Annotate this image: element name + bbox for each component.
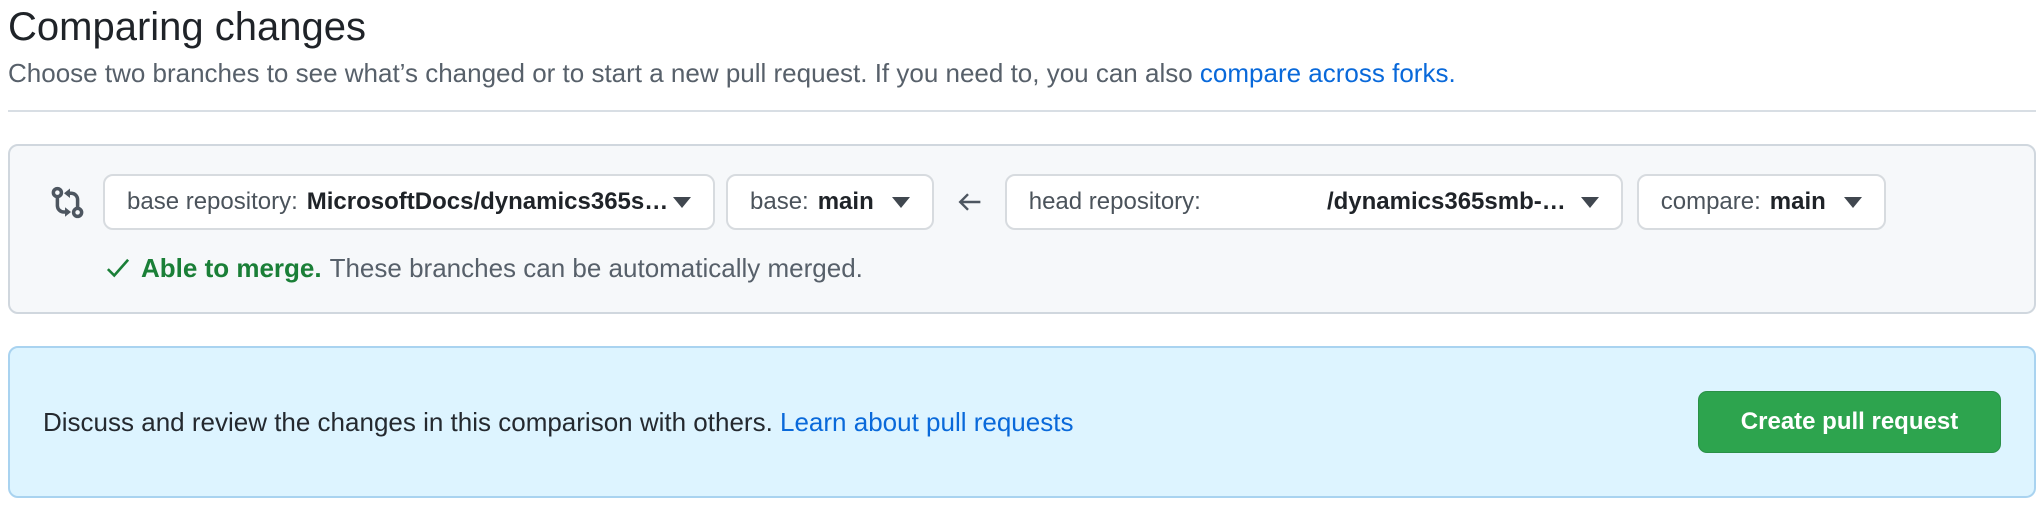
head-repository-dropdown[interactable]: head repository: /dynamics365smb-… bbox=[1004, 174, 1623, 230]
check-icon bbox=[103, 253, 133, 283]
compare-branch-value: main bbox=[1769, 188, 1826, 215]
branch-compare-box: base repository: MicrosoftDocs/dynamics3… bbox=[8, 144, 2036, 314]
base-repository-value: MicrosoftDocs/dynamics365s… bbox=[306, 188, 669, 215]
banner-message: Discuss and review the changes in this c… bbox=[43, 407, 1073, 438]
base-repository-dropdown[interactable]: base repository: MicrosoftDocs/dynamics3… bbox=[103, 174, 715, 230]
arrow-left-icon bbox=[956, 189, 982, 215]
compare-across-forks-link[interactable]: compare across forks. bbox=[1199, 58, 1456, 88]
merge-status-headline: Able to merge. bbox=[141, 253, 322, 283]
page-subtitle: Choose two branches to see what’s change… bbox=[8, 56, 2036, 90]
triangle-down-icon bbox=[1580, 196, 1599, 208]
subtitle-text: Choose two branches to see what’s change… bbox=[8, 58, 1200, 88]
head-repository-value: /dynamics365smb-… bbox=[1326, 188, 1566, 215]
compare-branch-label: compare: bbox=[1660, 188, 1761, 215]
learn-about-pull-requests-link[interactable]: Learn about pull requests bbox=[780, 406, 1074, 437]
head-repository-label: head repository: bbox=[1028, 188, 1201, 215]
banner-message-text: Discuss and review the changes in this c… bbox=[43, 406, 781, 437]
git-compare-icon bbox=[51, 186, 84, 219]
compare-branch-dropdown[interactable]: compare: main bbox=[1636, 174, 1886, 230]
base-branch-label: base: bbox=[750, 188, 809, 215]
base-branch-value: main bbox=[817, 188, 874, 215]
merge-status: Able to merge. These branches can be aut… bbox=[103, 248, 2018, 288]
triangle-down-icon bbox=[1843, 196, 1862, 208]
pr-banner: Discuss and review the changes in this c… bbox=[8, 346, 2036, 498]
base-branch-dropdown[interactable]: base: main bbox=[726, 174, 934, 230]
merge-status-description: These branches can be automatically merg… bbox=[329, 253, 863, 283]
triangle-down-icon bbox=[673, 196, 691, 208]
divider bbox=[8, 110, 2036, 112]
create-pull-request-button[interactable]: Create pull request bbox=[1698, 391, 2001, 453]
base-repository-label: base repository: bbox=[127, 188, 298, 215]
branch-selector-row: base repository: MicrosoftDocs/dynamics3… bbox=[26, 174, 2018, 230]
triangle-down-icon bbox=[891, 196, 910, 208]
page-title: Comparing changes bbox=[8, 5, 366, 49]
compare-page: Comparing changes Choose two branches to… bbox=[0, 2, 2044, 498]
